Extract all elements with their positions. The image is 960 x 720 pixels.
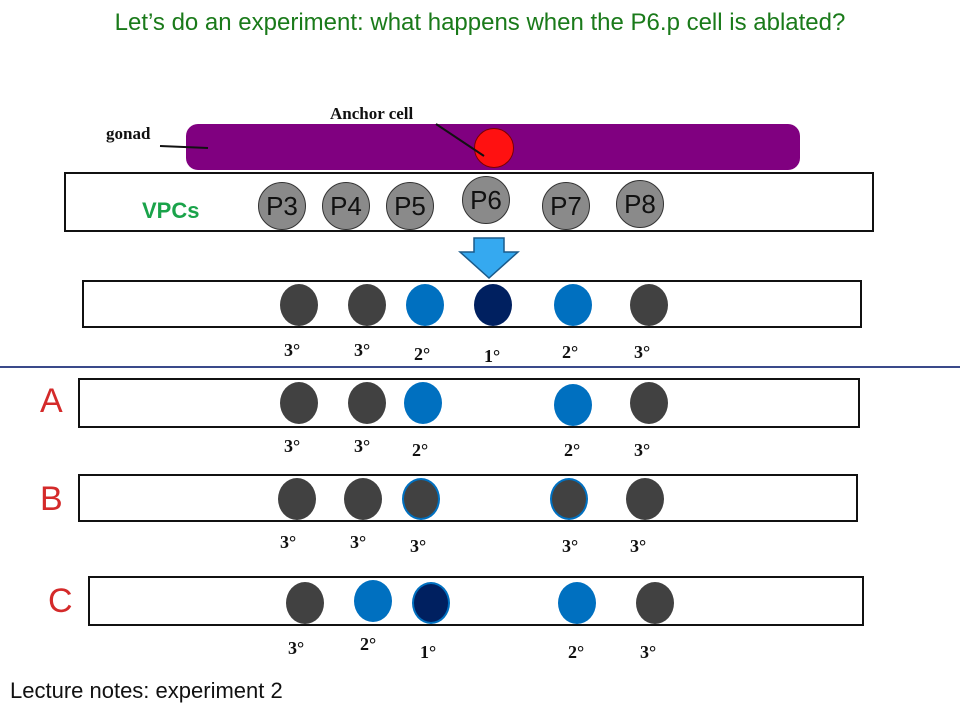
row-letter-b: B [40, 480, 63, 518]
anchor-pointer-line [435, 123, 485, 157]
cell-secondary [406, 284, 444, 326]
vpc-p4: P4 [322, 182, 370, 230]
anchor-cell [474, 128, 514, 168]
cell-tertiary [280, 284, 318, 326]
fate-label: 3° [354, 436, 371, 456]
row-letter-c: C [48, 582, 73, 620]
cell-secondary [554, 284, 592, 326]
cell-tertiary [626, 478, 664, 520]
fate-label: 2° [562, 342, 579, 362]
vpc-p8: P8 [616, 180, 664, 228]
cell-secondary [558, 582, 596, 624]
cell-secondary [354, 580, 392, 622]
vpc-p3: P3 [258, 182, 306, 230]
row-letter-a: A [40, 382, 63, 420]
vpc-p5: P5 [386, 182, 434, 230]
fate-label: 3° [562, 536, 579, 556]
cell-secondary [554, 384, 592, 426]
fate-label: 2° [564, 440, 581, 460]
footer-text: Lecture notes: experiment 2 [10, 678, 283, 703]
result-row-a [78, 378, 860, 428]
cell-tertiary [344, 478, 382, 520]
fate-label: 3° [288, 638, 305, 658]
result-row-normal [82, 280, 862, 328]
vpcs-label: VPCs [142, 198, 200, 223]
fate-label: 2° [360, 634, 377, 654]
gonad-label: gonad [106, 124, 151, 143]
fate-label: 1° [420, 642, 437, 662]
fate-label: 3° [410, 536, 427, 556]
anchor-cell-label: Anchor cell [330, 104, 414, 123]
fate-label: 3° [284, 436, 301, 456]
fate-label: 3° [280, 532, 297, 552]
vpc-p7: P7 [542, 182, 590, 230]
fate-label: 2° [568, 642, 585, 662]
result-row-c [88, 576, 864, 626]
cell-tertiary [280, 382, 318, 424]
cell-primary [412, 582, 450, 624]
cell-tertiary [630, 382, 668, 424]
cell-tertiary [348, 284, 386, 326]
fate-label: 3° [640, 642, 657, 662]
fate-label: 2° [414, 344, 431, 364]
gonad-pointer-line [159, 145, 209, 149]
fate-label: 3° [634, 440, 651, 460]
cell-tertiary [348, 382, 386, 424]
fate-label: 3° [350, 532, 367, 552]
cell-tertiary [550, 478, 588, 520]
cell-secondary [404, 382, 442, 424]
fate-label: 3° [634, 342, 651, 362]
fate-label: 3° [354, 340, 371, 360]
fate-label: 3° [284, 340, 301, 360]
result-row-b [78, 474, 858, 522]
cell-tertiary [630, 284, 668, 326]
cell-tertiary [286, 582, 324, 624]
divider-line [0, 366, 960, 368]
fate-label: 2° [412, 440, 429, 460]
fate-label: 1° [484, 346, 501, 366]
slide-title: Let’s do an experiment: what happens whe… [114, 9, 846, 36]
cell-tertiary [278, 478, 316, 520]
fate-label: 3° [630, 536, 647, 556]
cell-tertiary [636, 582, 674, 624]
down-arrow-icon [458, 237, 520, 280]
vpc-p6: P6 [462, 176, 510, 224]
cell-tertiary [402, 478, 440, 520]
cell-primary [474, 284, 512, 326]
